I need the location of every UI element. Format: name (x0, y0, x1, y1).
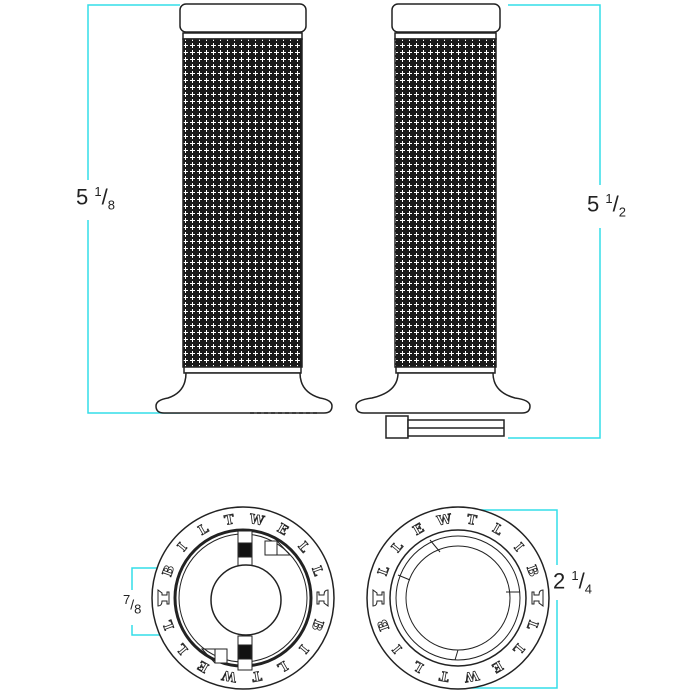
anvil-icon (316, 589, 329, 607)
right-grip-knurl (394, 38, 497, 368)
ring-letter: B (375, 617, 393, 632)
right-grip-end-cap (391, 3, 501, 33)
right-grip (355, 3, 531, 439)
left-grip-flange (155, 372, 333, 414)
inner-diameter-label: 7/8 (123, 592, 142, 617)
anvil-icon (531, 589, 544, 607)
ring-letter: W (463, 666, 481, 684)
throttle-tab (385, 415, 409, 439)
right-length-dimension-line (508, 4, 601, 439)
left-bore (210, 564, 282, 636)
right-grip-flange (355, 372, 531, 414)
left-grip-knurl (182, 38, 303, 368)
outer-diameter-label: 2 1/4 (553, 568, 592, 597)
dimension-lines (87, 4, 601, 689)
left-grip (155, 3, 333, 414)
outer-diameter-dimension-line (465, 509, 558, 689)
ring-letter: T (223, 512, 235, 529)
ring-letter: W (247, 512, 265, 530)
ring-letter: T (250, 667, 262, 684)
ring-letter: W (220, 667, 238, 685)
ring-letter: T (438, 667, 450, 684)
ring-letter: B (523, 563, 541, 578)
right-length-label: 5 1/2 (587, 191, 626, 220)
anvil-icon (372, 589, 385, 607)
ring-letter: B (308, 617, 326, 632)
anvil-icon (157, 589, 170, 607)
ring-letter: W (435, 512, 453, 530)
ring-letter: B (160, 563, 178, 578)
left-length-dimension-line (87, 4, 180, 414)
left-length-label: 5 1/8 (76, 184, 115, 213)
left-grip-end-cap (179, 3, 307, 33)
ring-letter: T (466, 512, 478, 529)
